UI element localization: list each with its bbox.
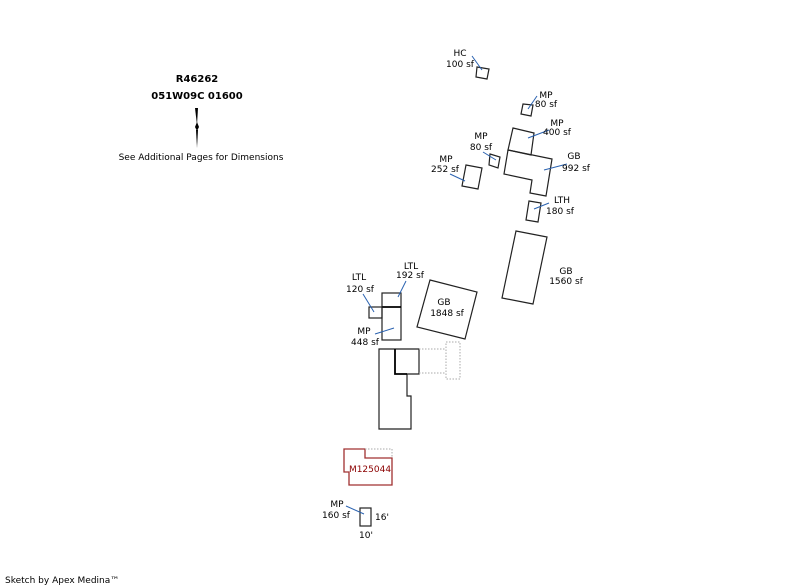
area-code: MP [539,91,553,101]
parcel-id: R46262 [176,74,219,85]
area-mp-80-mid[interactable]: MP 80 sf [470,132,501,169]
area-code: MP [474,132,488,142]
area-code: MP [357,327,371,337]
main-structure[interactable] [378,341,461,430]
area-size: 1848 sf [430,309,464,319]
map-number: 051W09C 01600 [151,91,242,102]
area-ltl-192[interactable]: LTL 192 sf [381,262,425,341]
area-gb-1848[interactable]: GB 1848 sf [416,279,478,340]
area-size: 252 sf [431,165,460,175]
area-size: 192 sf [396,271,425,281]
area-size: 160 sf [322,511,351,521]
area-size: 80 sf [470,143,493,153]
area-ltl-120[interactable]: LTL 120 sf [346,273,383,319]
area-code: MP [439,155,453,165]
area-mp-80-top[interactable]: MP 80 sf [520,91,558,117]
area-size: 400 sf [543,128,572,138]
area-size: 100 sf [446,60,475,70]
area-code: LTL [404,262,418,272]
area-gb-992[interactable]: GB 992 sf [503,149,591,197]
area-code: GB [567,152,580,162]
area-size: 180 sf [546,207,575,217]
area-size: 1560 sf [549,277,583,287]
area-lth-180[interactable]: LTH 180 sf [525,196,575,223]
area-size: 992 sf [562,164,591,174]
area-code: MP [330,500,344,510]
area-gb-1560[interactable]: GB 1560 sf [501,230,584,305]
dimensions-note: See Additional Pages for Dimensions [119,153,284,163]
area-size: 448 sf [351,338,380,348]
depth-dimension: 16' [375,513,389,523]
area-size: 120 sf [346,285,375,295]
area-code: LTH [554,196,570,206]
area-code: MP [550,119,564,129]
area-mp-448[interactable]: MP 448 sf [351,327,395,348]
manufactured-home-label: M125044 [349,465,391,475]
area-mp-252[interactable]: MP 252 sf [431,155,483,190]
area-mp-400[interactable]: MP 400 sf [507,119,572,156]
area-code: GB [437,298,450,308]
area-hc[interactable]: HC 100 sf [446,49,490,80]
area-mp-160[interactable]: MP 160 sf 16' 10' [322,500,389,541]
area-code: LTL [352,273,366,283]
manufactured-home[interactable]: M125044 [343,448,393,486]
north-arrow-icon [195,108,199,148]
width-dimension: 10' [359,531,373,541]
area-code: GB [559,267,572,277]
area-code: HC [453,49,466,59]
area-size: 80 sf [535,100,558,110]
footer-credit: Sketch by Apex Medina™ [5,576,119,586]
